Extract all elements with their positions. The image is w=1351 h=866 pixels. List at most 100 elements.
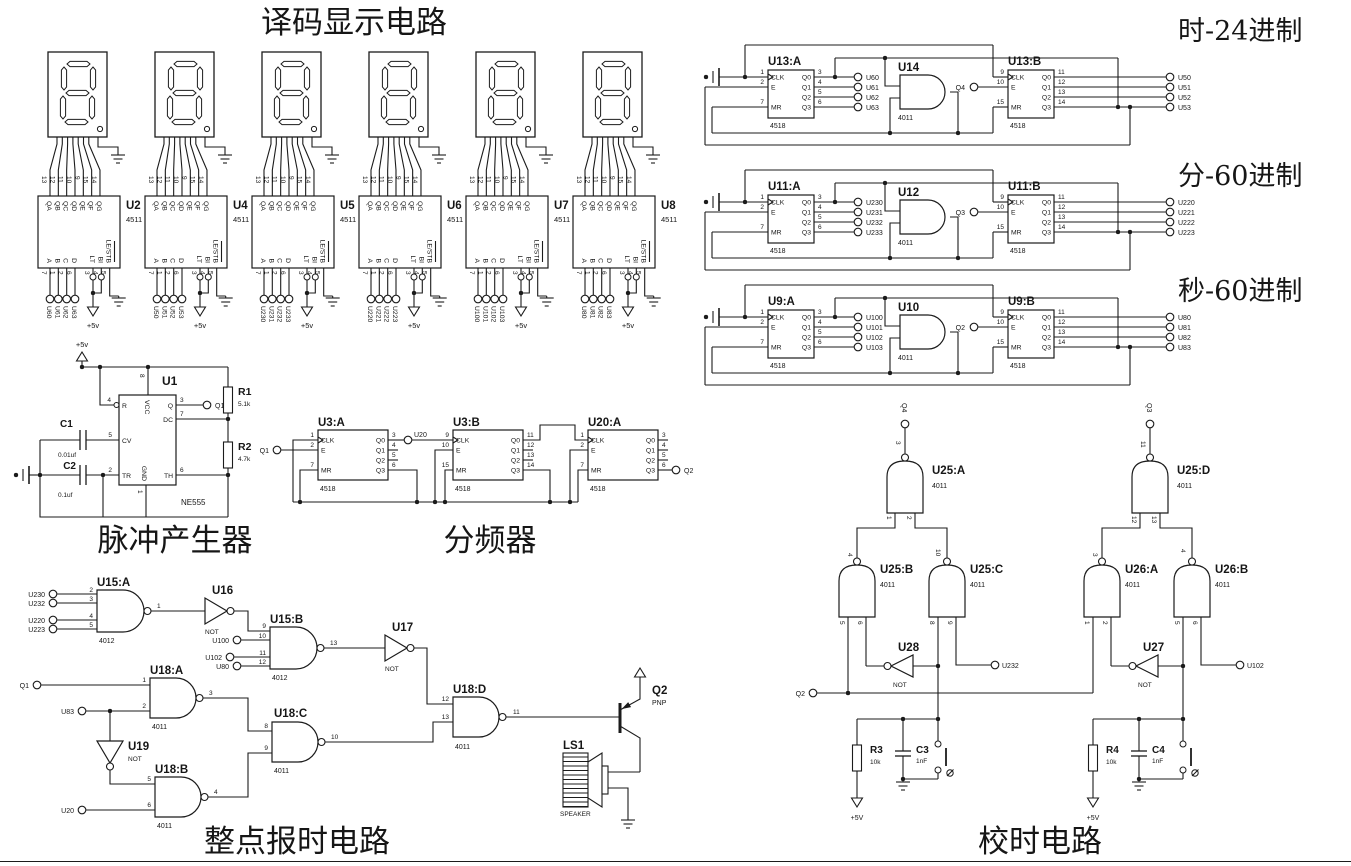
pin-number: 9 xyxy=(946,621,953,625)
pin-number: 6 xyxy=(386,271,393,275)
part-number: 4011 xyxy=(898,115,913,122)
pin-name: Q1 xyxy=(802,85,811,92)
terminal-bi xyxy=(97,273,105,281)
segment xyxy=(172,89,197,97)
terminal-U50 xyxy=(1165,72,1175,82)
net-label: Q1 xyxy=(20,683,29,690)
pin-number: 12 xyxy=(442,696,450,703)
pin-name: C xyxy=(490,258,497,263)
net-label: U223 xyxy=(28,627,45,634)
pin-number: 5 xyxy=(635,271,642,275)
pin-number: 1 xyxy=(580,432,584,439)
value: 0.01uf xyxy=(58,452,76,459)
pin-number: 15 xyxy=(82,176,89,184)
pin-name: QD xyxy=(498,201,505,211)
pin-name: Q2 xyxy=(511,458,520,465)
terminal-Q1 xyxy=(32,680,42,690)
pin-name: QG xyxy=(309,201,316,212)
pin-number: 1 xyxy=(760,309,764,316)
frequency-divider-section: 分频器Q1U3:A4518CLK1E2MR7Q03Q14Q25Q36U3:B45… xyxy=(260,417,694,559)
pin-number: 13 xyxy=(1150,516,1157,524)
pin-number: 9 xyxy=(1000,69,1004,76)
pin-number: 1 xyxy=(136,490,143,494)
section-title-hours: 时-24进制 xyxy=(1178,16,1302,47)
net-label: U82 xyxy=(597,306,604,319)
pin-number: 7 xyxy=(147,271,154,275)
timeset-tree-U25:A: Q43U25:A4011124U25:B40115610U25:C401189U… xyxy=(838,403,1019,822)
pin-name: A xyxy=(580,258,587,263)
part-number: 4011 xyxy=(1125,582,1140,589)
inversion-bubble xyxy=(942,557,952,566)
resistor-body xyxy=(222,441,234,469)
nand-gate-body xyxy=(269,626,318,670)
net-label: U222 xyxy=(383,306,390,322)
nand-gate-body-vertical xyxy=(838,564,876,618)
part-number: 4011 xyxy=(152,724,167,731)
pushbutton xyxy=(934,740,954,779)
pin-name: D xyxy=(284,258,291,263)
part-number: 4518 xyxy=(590,486,606,493)
terminal-U103 xyxy=(853,342,863,352)
pin-number: 15 xyxy=(442,462,450,469)
terminal-U50 xyxy=(152,294,162,304)
pin-number: 1 xyxy=(369,271,376,275)
part-number: NE555 xyxy=(181,498,206,507)
ic-body xyxy=(1007,194,1055,244)
net-label: U51 xyxy=(1178,85,1191,92)
pin-number: 14 xyxy=(1058,99,1066,106)
pin-number: 10 xyxy=(600,176,607,184)
net-label: U81 xyxy=(1178,325,1191,332)
net-label: Q3 xyxy=(956,210,965,217)
part-number: 4012 xyxy=(99,638,115,645)
pin-name: B xyxy=(160,258,167,263)
pin-name: QB xyxy=(267,201,274,211)
pin-number: 3 xyxy=(511,271,518,275)
terminal-U52 xyxy=(1165,92,1175,102)
ref-designator: U8 xyxy=(661,200,676,212)
pin-name: LT xyxy=(195,256,202,263)
pin-number: 4 xyxy=(519,271,526,275)
pin-number: 12 xyxy=(48,176,55,184)
decimal-point xyxy=(310,125,318,133)
segment xyxy=(195,95,203,120)
pin-number: 11 xyxy=(164,176,171,183)
pin-name: MR xyxy=(321,468,332,475)
pin-number: 1 xyxy=(262,271,269,275)
net-label: U80 xyxy=(1178,315,1191,322)
pin-number: 6 xyxy=(65,271,72,275)
resistor-body xyxy=(851,744,863,772)
pin-name: A xyxy=(366,258,373,263)
pin-number: 9 xyxy=(73,176,80,180)
pin-number: 5 xyxy=(662,452,666,459)
net-label: Q2 xyxy=(796,691,805,698)
pin-number: 14 xyxy=(197,176,204,184)
terminal-U222 xyxy=(383,294,393,304)
pin-number: 4 xyxy=(846,553,853,557)
decimal-point xyxy=(417,125,425,133)
pin-name: QD xyxy=(391,201,398,211)
pin-name: QE xyxy=(613,201,620,211)
pin-name: QA xyxy=(259,201,266,211)
part-number: 4012 xyxy=(272,675,288,682)
segment xyxy=(494,60,519,68)
segment xyxy=(279,89,304,97)
pin-name: Q3 xyxy=(376,468,385,475)
pin-number: 11 xyxy=(1139,441,1146,448)
pin-number: 7 xyxy=(361,271,368,275)
net-label: U101 xyxy=(481,306,488,322)
ic-body xyxy=(572,195,656,269)
terminal-U102 xyxy=(853,332,863,342)
segment xyxy=(88,95,96,120)
terminal-U100 xyxy=(853,312,863,322)
inversion-bubble xyxy=(316,643,325,653)
pin-name: E xyxy=(771,85,776,92)
pin-name: Q0 xyxy=(646,438,655,445)
pin-name: CLK xyxy=(771,200,785,207)
section-title-seconds: 秒-60进制 xyxy=(1178,276,1302,307)
pin-name: QC xyxy=(490,201,497,211)
pin-number: 6 xyxy=(662,462,666,469)
button-contact xyxy=(934,766,942,774)
pin-name: D xyxy=(391,258,398,263)
